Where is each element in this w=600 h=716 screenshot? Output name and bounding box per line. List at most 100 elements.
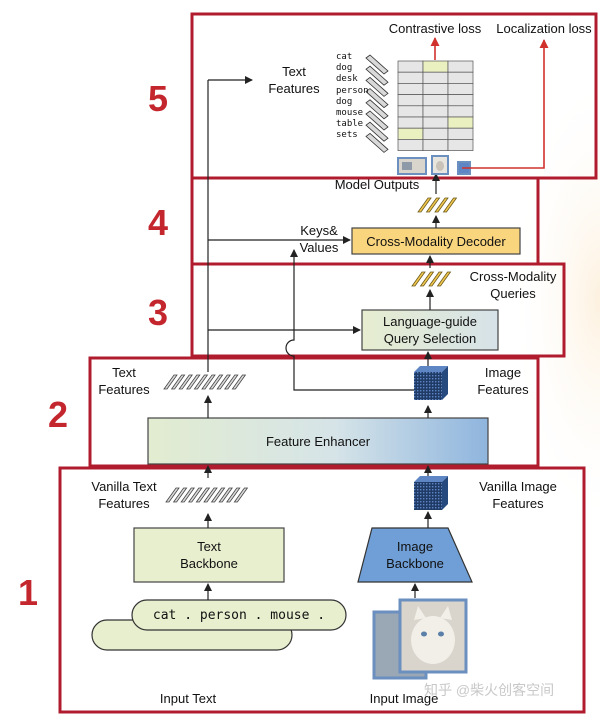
feature-token — [188, 487, 203, 503]
feature-token — [210, 487, 226, 503]
feature-token — [170, 374, 186, 390]
image-features-label: Image Features — [477, 365, 529, 397]
text-embedding-bar — [365, 110, 389, 131]
query-selection-label: Language-guide Query Selection — [383, 314, 477, 346]
cross-modality-queries-label: Cross-Modality Queries — [469, 269, 557, 301]
feature-token — [233, 487, 249, 503]
input-text-capsule — [131, 599, 347, 631]
stage5-text-features-label: Text Features — [268, 64, 320, 96]
text-embedding-bar — [365, 99, 389, 120]
matrix-cell — [422, 116, 449, 129]
text-feature-tokens — [163, 374, 247, 390]
feature-token — [208, 374, 224, 390]
similarity-matrix — [397, 60, 474, 151]
keys-values-label: Keys& Values — [299, 223, 339, 255]
feature-token — [172, 487, 188, 503]
matrix-cell — [397, 127, 424, 140]
matrix-cell — [397, 71, 424, 84]
watermark: 知乎 @柴火创客空间 — [424, 682, 555, 698]
feature-token — [186, 374, 201, 390]
matrix-cell — [447, 83, 474, 95]
class-word: dog — [336, 96, 353, 107]
feature-token — [216, 374, 231, 390]
input-text-label: Input Text — [159, 691, 217, 706]
feature-token — [178, 374, 193, 390]
matrix-cell — [447, 94, 474, 107]
contrastive-loss-label: Contrastive loss — [388, 21, 482, 36]
class-word: dog — [336, 63, 353, 74]
matrix-cell — [447, 60, 474, 73]
matrix-cell — [447, 127, 474, 140]
text-embedding-bar — [365, 121, 389, 142]
image-backbone-label: Image Backbone — [386, 539, 444, 571]
stage-number-5: 5 — [148, 78, 169, 119]
text-embedding-bar — [365, 54, 389, 75]
matrix-cell — [422, 127, 449, 140]
feature-token — [203, 487, 218, 503]
class-word: sets — [336, 130, 358, 141]
stage-3-frame — [190, 262, 566, 358]
stage-number-2: 2 — [48, 394, 69, 435]
cross-modality-query-tokens — [411, 271, 452, 287]
class-word: person — [336, 85, 369, 96]
vanilla-text-features-label: Vanilla Text Features — [91, 479, 157, 511]
matrix-cell — [422, 83, 449, 95]
matrix-cell — [447, 139, 474, 151]
stage-1-frame — [58, 466, 586, 714]
image-feature-cube — [414, 366, 448, 400]
feature-token — [193, 374, 209, 390]
feature-enhancer-label: Feature Enhancer — [265, 433, 371, 449]
matrix-cell — [397, 83, 424, 95]
vanilla-text-feature-tokens — [165, 487, 249, 503]
model-outputs-label: Model Outputs — [334, 177, 420, 192]
feature-token — [163, 374, 178, 390]
feature-token — [224, 374, 239, 390]
text-embedding-bar — [365, 65, 389, 86]
feature-token — [165, 487, 180, 503]
matrix-cell — [422, 105, 449, 118]
text-embedding-bar — [365, 76, 389, 97]
text-feature-diagonals — [365, 54, 389, 153]
feature-token — [419, 271, 435, 287]
text-embedding-bar — [365, 132, 389, 153]
stage-number-3: 3 — [148, 292, 169, 333]
feature-token — [442, 197, 458, 213]
class-word: desk — [336, 74, 358, 85]
image-backbone-shape — [357, 527, 473, 583]
input-image-label: Input Image — [369, 691, 439, 706]
text-embedding-bar — [365, 88, 389, 109]
model-output-tokens — [417, 197, 458, 213]
matrix-cell — [422, 139, 449, 151]
stage-2-frame — [88, 356, 540, 468]
region-thumbnails — [397, 155, 471, 175]
class-word: table — [336, 119, 364, 130]
matrix-cell — [422, 60, 449, 73]
localization-loss-label: Localization loss — [496, 21, 592, 36]
vanilla-image-features-label: Vanilla Image Features — [479, 479, 557, 511]
matrix-cell — [397, 60, 424, 73]
stage-number-1: 1 — [18, 572, 39, 613]
text-features-label: Text Features — [98, 365, 150, 397]
feature-token — [226, 487, 241, 503]
matrix-cell — [447, 105, 474, 118]
matrix-cell — [447, 71, 474, 84]
matrix-cell — [397, 116, 424, 129]
stage-number-4: 4 — [148, 202, 169, 243]
feature-token — [411, 271, 426, 287]
feature-token — [195, 487, 211, 503]
matrix-cell — [422, 71, 449, 84]
feature-token — [417, 197, 432, 213]
matrix-cell — [397, 139, 424, 151]
vanilla-image-feature-cube — [414, 476, 448, 510]
feature-token — [434, 197, 449, 213]
feature-enhancer-box — [147, 417, 489, 465]
query-selection-box — [361, 309, 499, 351]
class-word: mouse — [336, 108, 364, 119]
class-word: cat — [336, 52, 353, 62]
matrix-cell — [397, 105, 424, 118]
decoder-box — [351, 227, 521, 255]
input-text-value: cat . person . mouse . — [152, 607, 326, 623]
feature-token — [425, 197, 441, 213]
